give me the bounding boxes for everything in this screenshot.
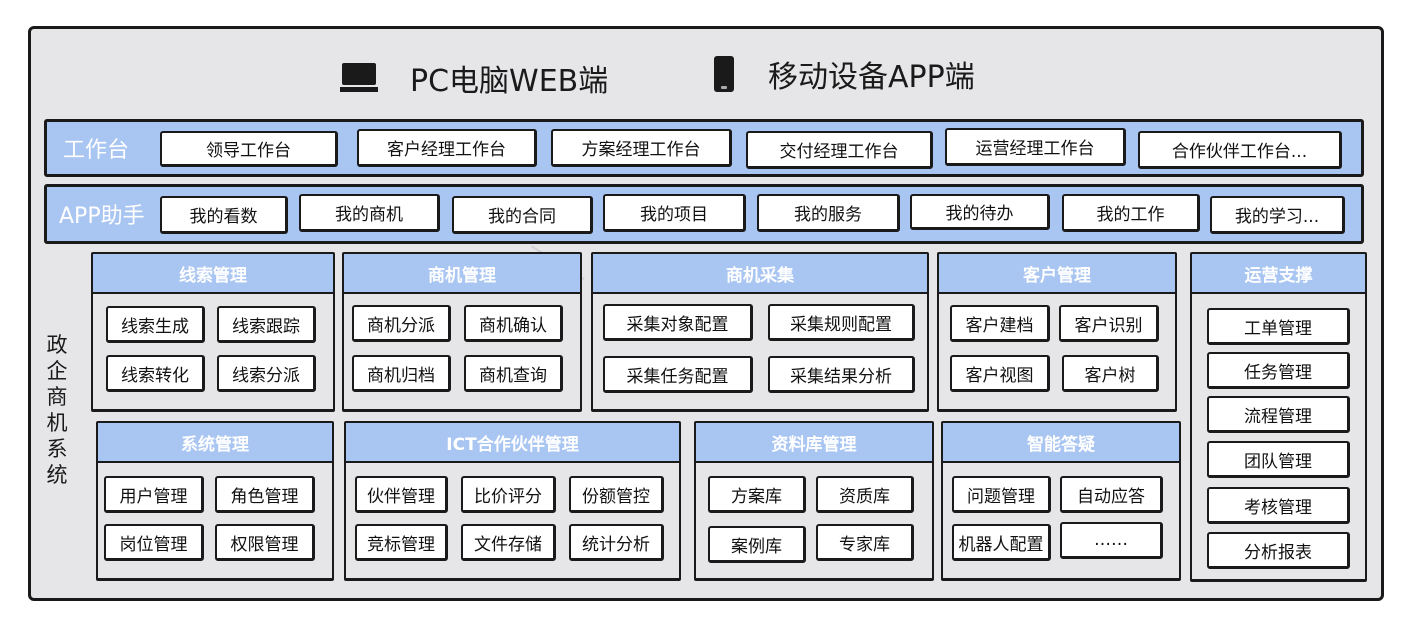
qa-item[interactable]: 机器人配置	[952, 524, 1051, 561]
lead-item[interactable]: 线索跟踪	[217, 306, 316, 343]
module-title: 系统管理	[98, 423, 332, 463]
app-assistant-label: APP助手	[59, 204, 145, 229]
partner-item[interactable]: 文件存储	[461, 524, 556, 561]
workbench-item[interactable]: 交付经理工作台	[746, 131, 933, 169]
customer-item[interactable]: 客户树	[1062, 355, 1159, 392]
operations-item[interactable]: 流程管理	[1207, 396, 1350, 433]
opportunity-item[interactable]: 商机确认	[464, 305, 563, 342]
qa-item[interactable]: 自动应答	[1060, 476, 1163, 513]
system-item[interactable]: 权限管理	[215, 524, 315, 561]
module-title: 客户管理	[939, 254, 1175, 294]
partner-item[interactable]: 比价评分	[461, 476, 556, 513]
app-assistant-item[interactable]: 我的工作	[1062, 194, 1200, 232]
library-item[interactable]: 案例库	[708, 526, 806, 563]
operations-item[interactable]: 团队管理	[1207, 441, 1350, 478]
phone-icon	[714, 56, 734, 92]
module-title: 资料库管理	[696, 423, 932, 463]
module-title: 商机采集	[593, 254, 927, 294]
mobile-header: 移动设备APP端	[714, 52, 975, 96]
collection-item[interactable]: 采集对象配置	[603, 304, 753, 341]
pc-header: PC电脑WEB端	[340, 56, 609, 100]
lead-item[interactable]: 线索转化	[106, 355, 205, 392]
module-title: ICT合作伙伴管理	[346, 423, 679, 463]
pc-label: PC电脑WEB端	[410, 64, 609, 99]
module-title: 智能答疑	[943, 423, 1179, 463]
partner-item[interactable]: 份额管控	[569, 476, 664, 513]
workbench-label: 工作台	[63, 138, 130, 163]
system-item[interactable]: 岗位管理	[104, 524, 204, 561]
library-item[interactable]: 方案库	[708, 476, 806, 513]
monitor-icon	[340, 63, 378, 93]
module-title: 运营支撑	[1192, 254, 1365, 294]
app-assistant-item[interactable]: 我的商机	[299, 194, 440, 232]
customer-item[interactable]: 客户建档	[950, 305, 1050, 342]
operations-item[interactable]: 考核管理	[1207, 487, 1350, 524]
partner-item[interactable]: 竞标管理	[355, 524, 448, 561]
app-assistant-item[interactable]: 我的服务	[757, 194, 900, 232]
module-title: 线索管理	[93, 254, 333, 294]
mobile-label: 移动设备APP端	[768, 60, 975, 95]
collection-item[interactable]: 采集结果分析	[768, 356, 915, 393]
app-assistant-item[interactable]: 我的待办	[910, 194, 1050, 230]
collection-item[interactable]: 采集规则配置	[768, 304, 915, 341]
app-assistant-item[interactable]: 我的看数	[160, 196, 288, 234]
opportunity-item[interactable]: 商机分派	[352, 305, 451, 342]
app-assistant-item[interactable]: 我的合同	[452, 196, 593, 234]
system-title: 政企商机系统	[46, 333, 68, 487]
operations-item[interactable]: 工单管理	[1207, 308, 1350, 345]
app-assistant-item[interactable]: 我的项目	[603, 194, 746, 232]
lead-item[interactable]: 线索生成	[106, 306, 205, 343]
qa-item[interactable]: ……	[1060, 522, 1163, 559]
opportunity-item[interactable]: 商机查询	[464, 355, 563, 392]
workbench-item[interactable]: 合作伙伴工作台...	[1138, 131, 1342, 169]
workbench-item[interactable]: 方案经理工作台	[551, 129, 732, 167]
module-title: 商机管理	[344, 254, 580, 294]
library-item[interactable]: 资质库	[816, 476, 914, 513]
partner-item[interactable]: 统计分析	[569, 524, 664, 561]
workbench-item[interactable]: 运营经理工作台	[945, 128, 1126, 166]
app-assistant-item[interactable]: 我的学习...	[1210, 196, 1345, 234]
qa-item[interactable]: 问题管理	[952, 476, 1051, 513]
collection-item[interactable]: 采集任务配置	[603, 356, 753, 393]
customer-item[interactable]: 客户识别	[1059, 305, 1159, 342]
library-item[interactable]: 专家库	[816, 524, 914, 561]
workbench-item[interactable]: 客户经理工作台	[357, 129, 537, 167]
opportunity-item[interactable]: 商机归档	[352, 355, 451, 392]
system-item[interactable]: 角色管理	[215, 476, 315, 513]
operations-item[interactable]: 分析报表	[1207, 532, 1350, 569]
operations-item[interactable]: 任务管理	[1207, 352, 1350, 389]
customer-item[interactable]: 客户视图	[950, 355, 1050, 392]
lead-item[interactable]: 线索分派	[217, 355, 316, 392]
workbench-item[interactable]: 领导工作台	[160, 131, 338, 167]
partner-item[interactable]: 伙伴管理	[355, 476, 448, 513]
system-item[interactable]: 用户管理	[104, 476, 204, 513]
